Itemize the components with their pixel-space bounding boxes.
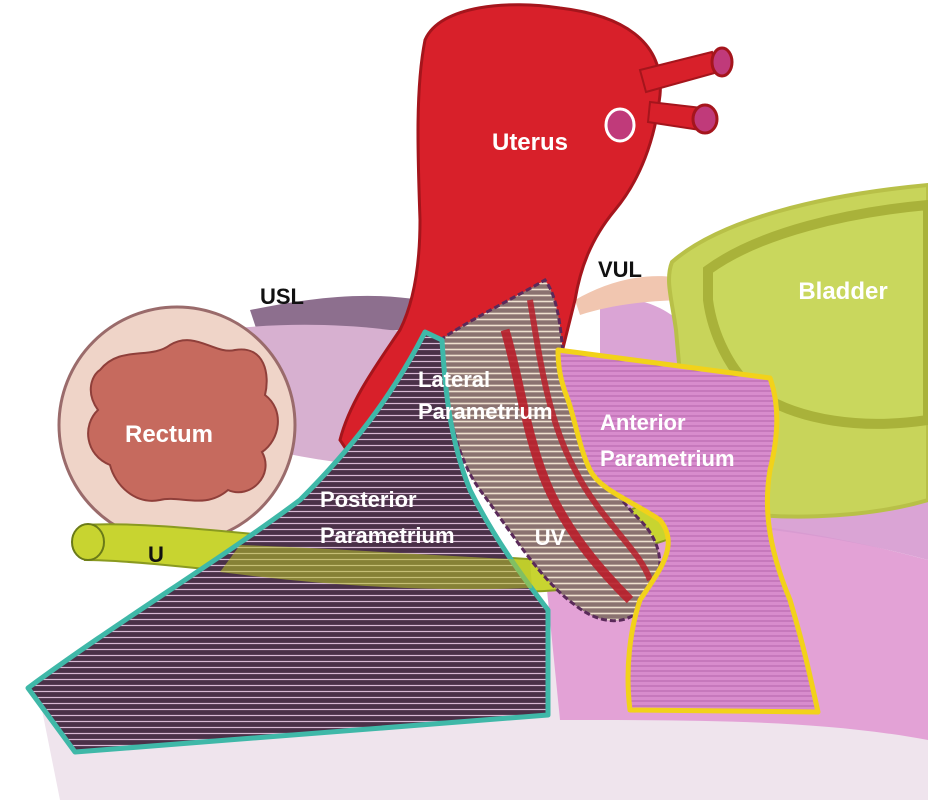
ureter-end (71, 523, 105, 561)
bladder-inner (703, 199, 928, 429)
anterior-parametrium-region (555, 347, 821, 715)
vul-ligament (575, 276, 690, 315)
posterior-parametrium-label-1: Posterior (320, 487, 417, 512)
posterior-parametrium-region (25, 329, 551, 755)
anterior-parametrium-label-1: Anterior (600, 410, 686, 435)
rectum-label: Rectum (125, 421, 213, 448)
uterine-vessels (500, 328, 634, 604)
vul-label: VUL (598, 257, 642, 282)
bladder-label: Bladder (798, 278, 887, 305)
uterine-vessels-2 (527, 299, 653, 582)
uv-label: UV (535, 525, 566, 550)
anterior-parametrium-label-2: Parametrium (600, 446, 735, 471)
lateral-parametrium-label-1: Lateral (418, 367, 490, 392)
usl-label: USL (260, 284, 304, 309)
ureter-through-posterior (220, 545, 532, 590)
posterior-parametrium-label-2: Parametrium (320, 523, 455, 548)
u-label: U (148, 542, 164, 567)
lateral-parametrium-region (438, 278, 662, 623)
rectum-lumen (87, 339, 279, 502)
uterus-label: Uterus (492, 129, 568, 156)
ovary-stump (604, 107, 636, 143)
tube-opening-lower (691, 103, 719, 135)
tube-opening-upper (710, 46, 734, 78)
lateral-parametrium-label-2: Parametrium (418, 399, 553, 424)
